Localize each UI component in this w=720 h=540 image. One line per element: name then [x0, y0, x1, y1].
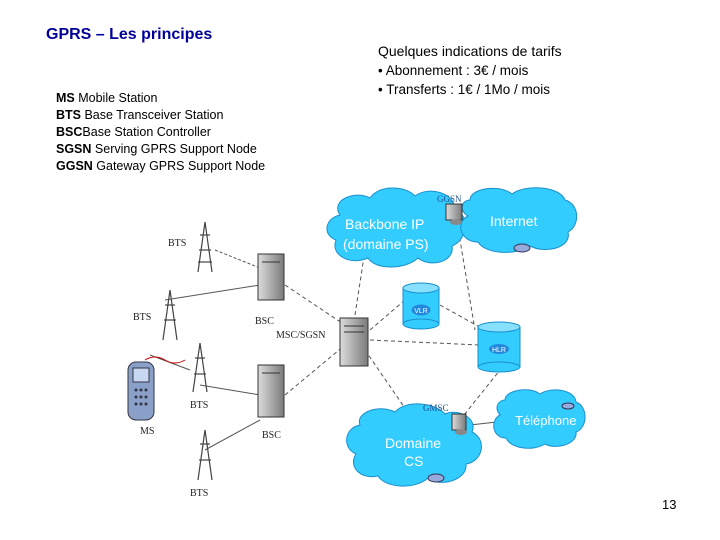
- bts-label-3: BTS: [190, 400, 208, 411]
- vlr-database-icon: VLR: [402, 282, 440, 330]
- abbreviation-list: MS Mobile Station BTS Base Transceiver S…: [56, 90, 265, 175]
- bts-label-2: BTS: [133, 312, 151, 323]
- page-number: 13: [662, 497, 677, 512]
- tariff-item-subscription: • Abonnement : 3€ / mois: [378, 63, 529, 78]
- telephone-label: Téléphone: [515, 413, 576, 428]
- vlr-label: VLR: [414, 308, 428, 315]
- bts-tower-icon-3: [192, 342, 208, 393]
- telephone-cloud: Téléphone: [493, 389, 586, 449]
- phone-handset-icon: [513, 243, 531, 253]
- ms-label: MS: [140, 426, 154, 437]
- backbone-label-2: (domaine PS): [343, 236, 429, 252]
- phone-handset-icon-2: [561, 402, 575, 410]
- radio-wave-icon: [144, 356, 186, 364]
- hlr-label: HLR: [492, 347, 506, 354]
- gmsc-router-icon: [451, 413, 467, 435]
- backbone-label-1: Backbone IP: [345, 216, 424, 232]
- msc-sgsn-server-icon: [339, 317, 369, 367]
- abbr-row-sgsn: SGSN Serving GPRS Support Node: [56, 142, 257, 156]
- tariff-item-transfer: • Transferts : 1€ / 1Mo / mois: [378, 82, 551, 97]
- bts-label-4: BTS: [190, 488, 208, 499]
- phone-handset-icon-3: [427, 473, 445, 483]
- bsc-label-bottom: BSC: [262, 430, 281, 441]
- bts-label-1: BTS: [168, 238, 186, 249]
- bsc-server-icon-top: [257, 253, 285, 301]
- bts-tower-icon-4: [197, 429, 213, 481]
- internet-cloud: Internet: [460, 187, 578, 253]
- page-title: GPRS – Les principes: [46, 26, 213, 43]
- tariff-heading: Quelques indications de tarifs: [378, 43, 562, 59]
- internet-label: Internet: [490, 213, 538, 229]
- ggsn-router-icon: [445, 203, 463, 225]
- msc-sgsn-label: MSC/SGSN: [276, 330, 325, 341]
- domaine-cs-cloud: Domaine CS: [346, 403, 482, 487]
- ggsn-label: GGSN: [437, 194, 462, 204]
- abbr-row-ms: MS Mobile Station: [56, 91, 158, 105]
- hlr-database-icon: HLR: [477, 321, 521, 373]
- abbr-row-bts: BTS Base Transceiver Station: [56, 108, 224, 122]
- gmsc-label: GMSC: [423, 403, 449, 413]
- domaine-cs-label-1: Domaine: [385, 435, 441, 451]
- abbr-row-ggsn: GGSN Gateway GPRS Support Node: [56, 159, 266, 173]
- backbone-ip-cloud: Backbone IP (domaine PS): [326, 187, 466, 268]
- mobile-phone-icon: [127, 361, 155, 421]
- bsc-server-icon-bottom: [257, 364, 285, 418]
- bts-tower-icon-2: [162, 289, 178, 341]
- bts-tower-icon-1: [197, 221, 213, 273]
- bsc-label-top: BSC: [255, 316, 274, 327]
- abbr-row-bsc: BSCBase Station Controller: [56, 125, 211, 139]
- tariff-info: Quelques indications de tarifs • Abonnem…: [378, 42, 562, 99]
- domaine-cs-label-2: CS: [404, 453, 423, 469]
